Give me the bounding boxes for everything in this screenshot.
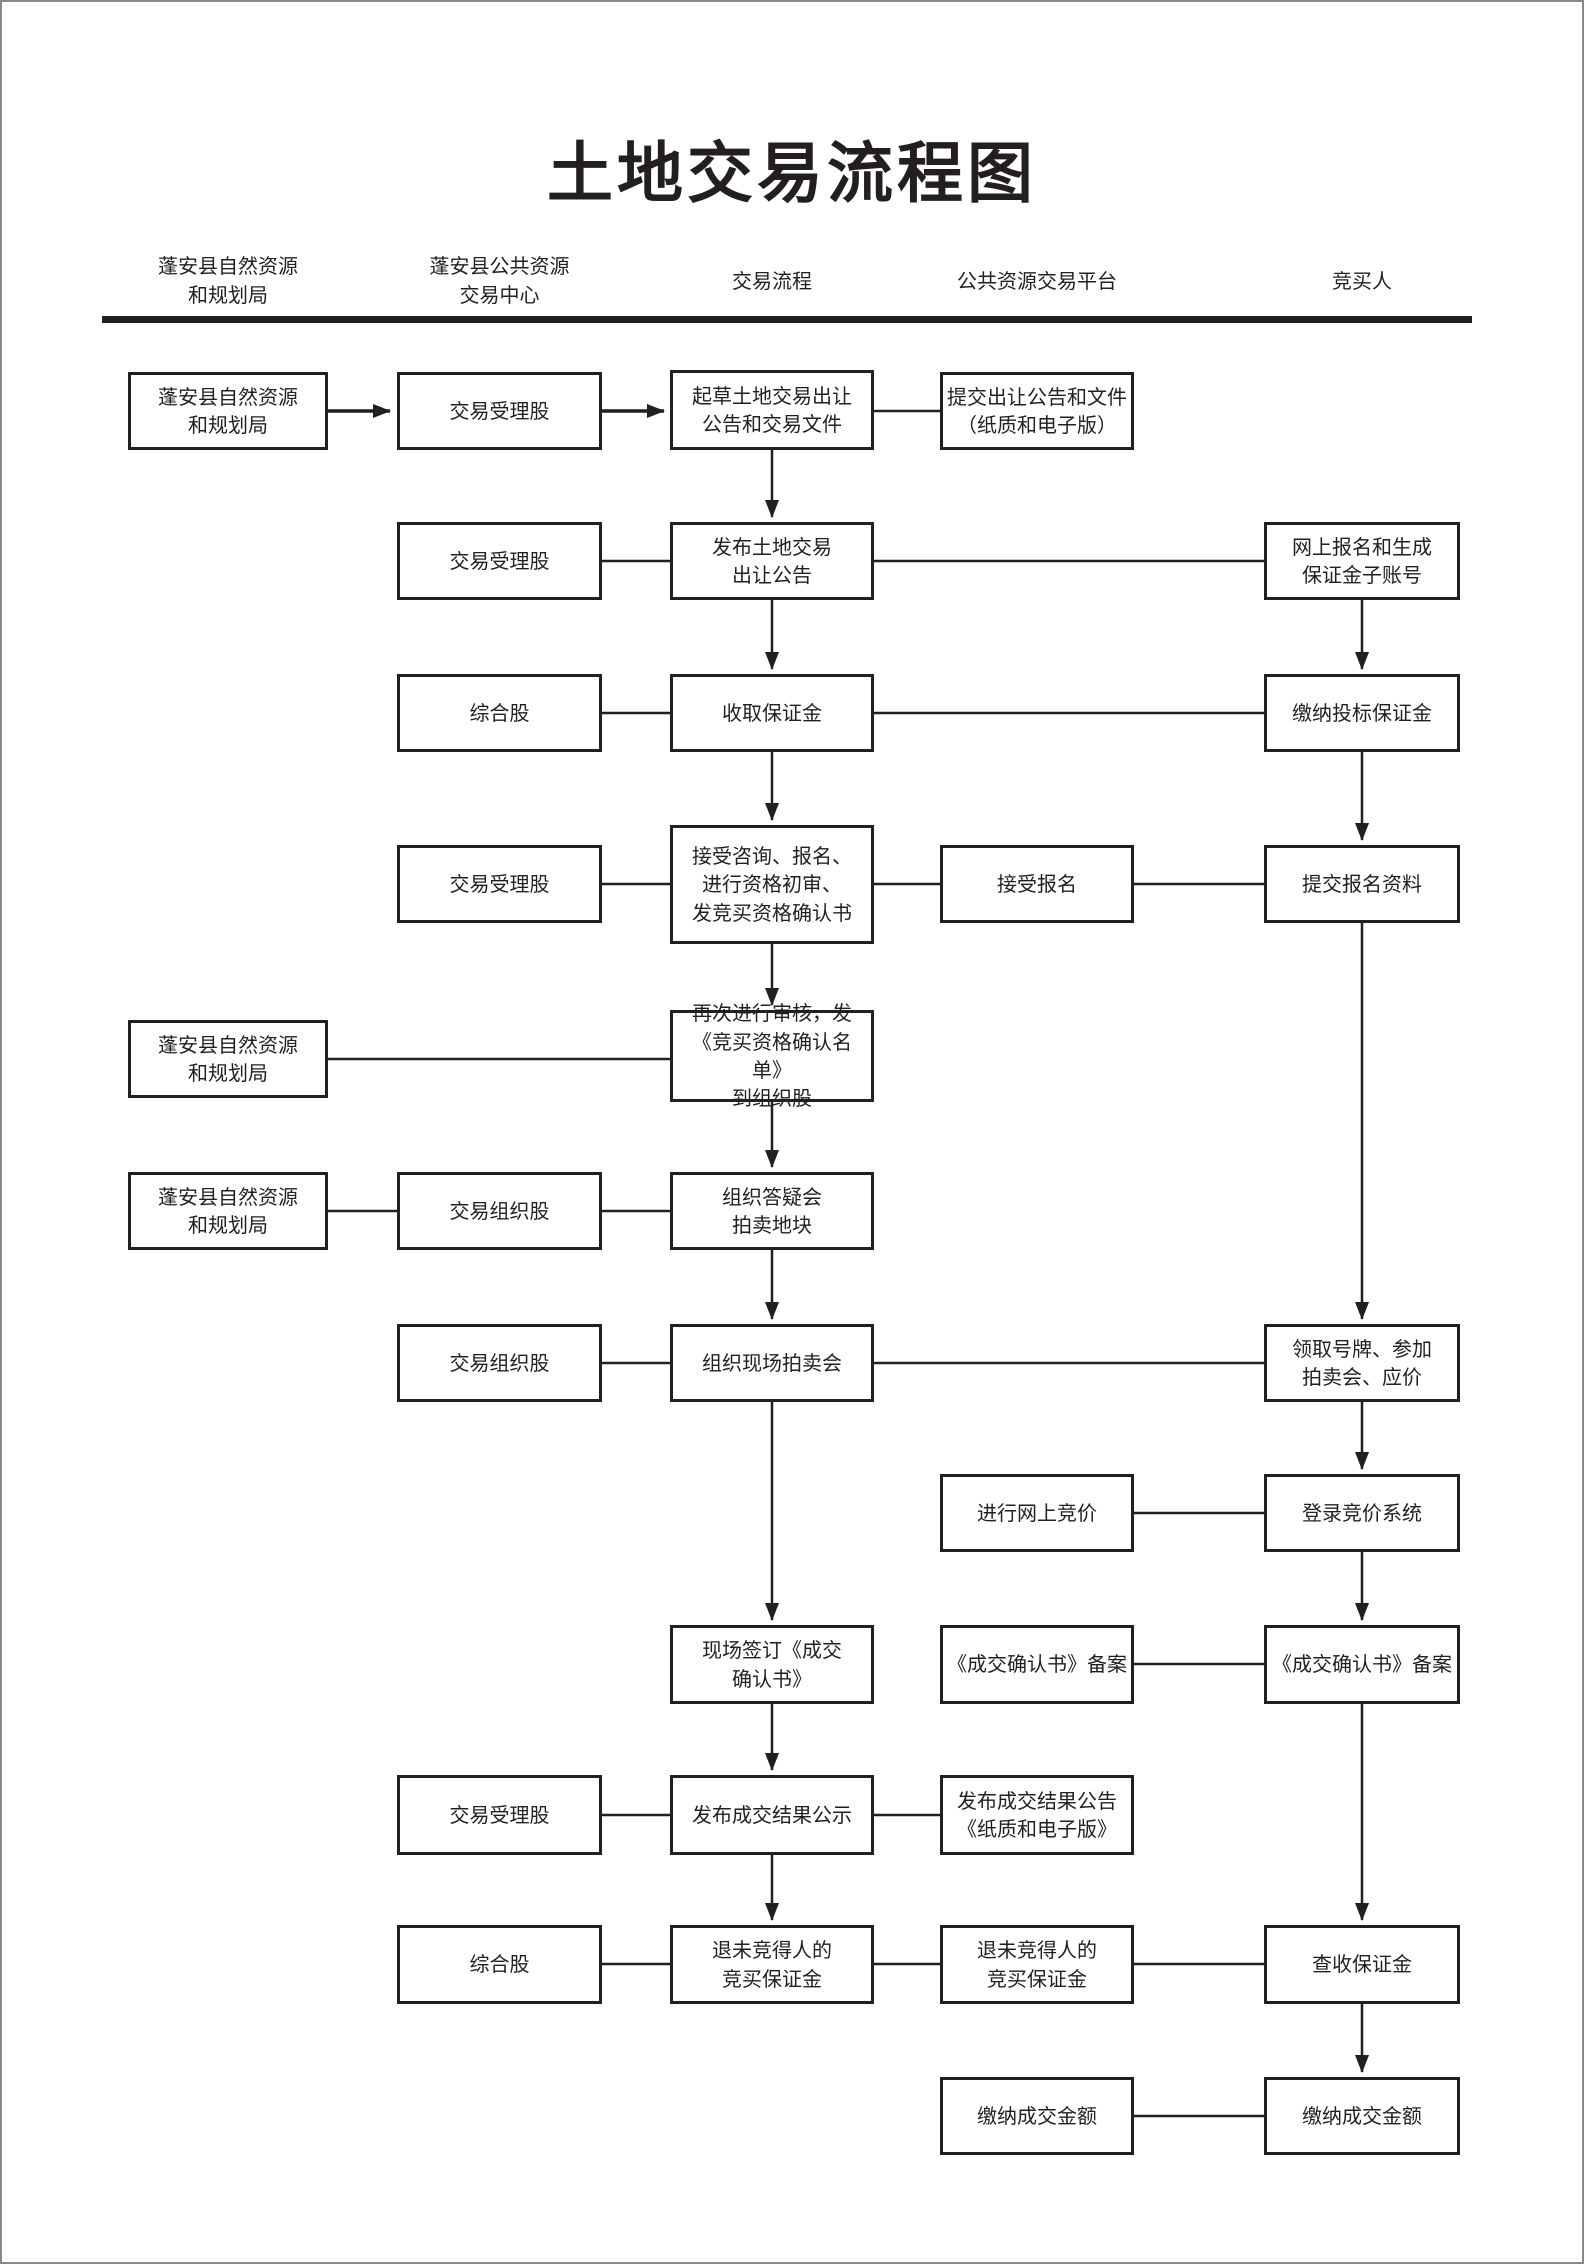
node-pay-deposit: 缴纳投标保证金 [1264, 674, 1460, 752]
node-qa-meeting: 组织答疑会 拍卖地块 [670, 1172, 874, 1250]
column-header-bidder: 竞买人 [1332, 268, 1392, 293]
node-publish-result-announcement: 发布成交结果公告 《纸质和电子版》 [940, 1775, 1134, 1855]
node-accept-consult: 接受咨询、报名、 进行资格初审、 发竞买资格确认书 [670, 825, 874, 944]
node-submit-signup-info: 提交报名资料 [1264, 845, 1460, 923]
node-onsite-auction: 组织现场拍卖会 [670, 1324, 874, 1402]
node-confirmation-record-bidder: 《成交确认书》备案 [1264, 1625, 1460, 1704]
node-planning-bureau-1: 蓬安县自然资源 和规划局 [128, 372, 328, 450]
node-online-bidding: 进行网上竞价 [940, 1474, 1134, 1552]
node-acceptance-dept-4: 交易受理股 [397, 1775, 602, 1855]
node-acceptance-dept-1: 交易受理股 [397, 372, 602, 450]
node-get-number: 领取号牌、参加 拍卖会、应价 [1264, 1324, 1460, 1402]
node-organize-dept-1: 交易组织股 [397, 1172, 602, 1250]
column-header-trade-process: 交易流程 [732, 268, 812, 293]
node-draft-docs: 起草土地交易出让 公告和交易文件 [670, 370, 874, 450]
node-pay-amount-platform: 缴纳成交金额 [940, 2077, 1134, 2155]
node-recheck: 再次进行审核，发 《竞买资格确认名单》 到组织股 [670, 1001, 874, 1110]
node-publish-result: 发布成交结果公示 [670, 1775, 874, 1855]
node-sign-confirmation: 现场签订《成交 确认书》 [670, 1625, 874, 1704]
node-confirmation-record-platform: 《成交确认书》备案 [940, 1625, 1134, 1704]
node-online-signup: 网上报名和生成 保证金子账号 [1264, 522, 1460, 600]
node-collect-deposit: 收取保证金 [670, 674, 874, 752]
column-header-planning-bureau: 蓬安县自然资源 和规划局 [158, 254, 298, 307]
node-login-bidding: 登录竞价系统 [1264, 1474, 1460, 1552]
node-acceptance-dept-2: 交易受理股 [397, 522, 602, 600]
node-pay-amount-bidder: 缴纳成交金额 [1264, 2077, 1460, 2155]
node-check-deposit: 查收保证金 [1264, 1925, 1460, 2004]
node-refund-deposit-center: 退未竞得人的 竞买保证金 [670, 1925, 874, 2004]
node-submit-docs: 提交出让公告和文件 （纸质和电子版） [940, 372, 1134, 450]
node-publish-announcement: 发布土地交易 出让公告 [670, 522, 874, 600]
node-general-dept-1: 综合股 [397, 674, 602, 752]
node-organize-dept-2: 交易组织股 [397, 1324, 602, 1402]
node-planning-bureau-3: 蓬安县自然资源 和规划局 [128, 1172, 328, 1250]
node-refund-deposit-platform: 退未竞得人的 竞买保证金 [940, 1925, 1134, 2004]
node-planning-bureau-2: 蓬安县自然资源 和规划局 [128, 1020, 328, 1098]
node-general-dept-2: 综合股 [397, 1925, 602, 2004]
page-title: 土地交易流程图 [547, 135, 1037, 212]
header-divider-rule [102, 316, 1472, 323]
node-acceptance-dept-3: 交易受理股 [397, 845, 602, 923]
column-header-public-platform: 公共资源交易平台 [957, 268, 1117, 293]
column-header-trade-center: 蓬安县公共资源 交易中心 [429, 254, 570, 307]
node-accept-signup: 接受报名 [940, 845, 1134, 923]
